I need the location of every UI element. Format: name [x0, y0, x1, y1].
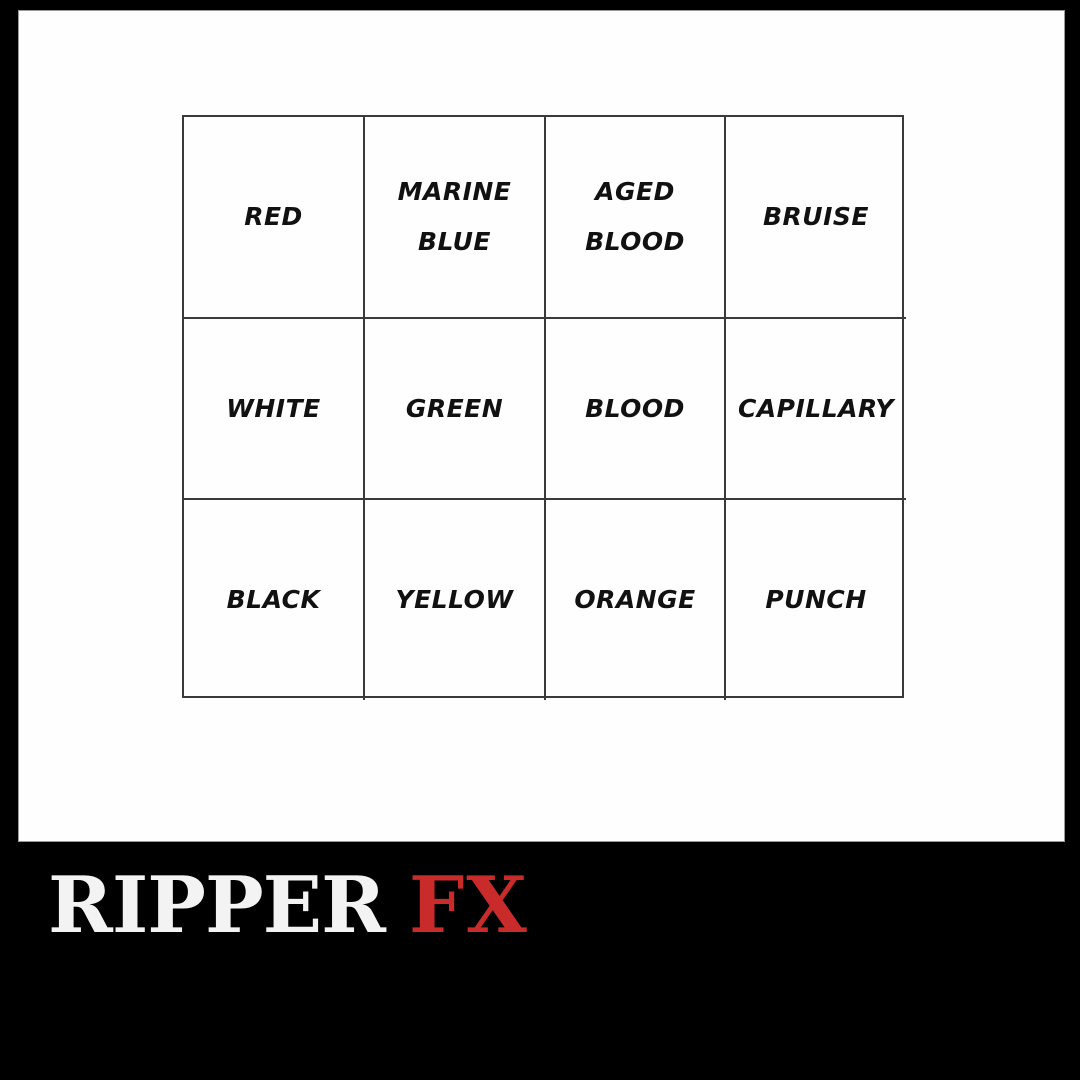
- cell-label: PUNCH: [765, 585, 867, 614]
- cell-label: BRUISE: [763, 202, 869, 231]
- cell-label: BLUE: [418, 227, 491, 256]
- grid-cell-aged-blood: AGED BLOOD: [546, 117, 726, 319]
- grid-cell-punch: PUNCH: [726, 500, 906, 700]
- grid-cell-green: GREEN: [365, 319, 546, 500]
- cell-label: BLOOD: [585, 393, 685, 423]
- grid-cell-capillary: CAPILLARY: [726, 319, 906, 500]
- cell-label: CAPILLARY: [737, 393, 895, 423]
- logo-word-ripper: RIPPER: [48, 860, 386, 951]
- grid-cell-white: WHITE: [184, 319, 365, 500]
- cell-label: BLOOD: [585, 227, 685, 256]
- cell-label: MARINE: [397, 177, 512, 206]
- cell-label: WHITE: [226, 393, 321, 423]
- cell-label: YELLOW: [395, 585, 514, 614]
- grid-cell-black: BLACK: [184, 500, 365, 700]
- cell-label: GREEN: [405, 393, 504, 423]
- grid-cell-bruise: BRUISE: [726, 117, 906, 319]
- color-grid: RED MARINE BLUE AGED BLOOD BRUISE WHITE GR…: [182, 115, 906, 700]
- logo-word-fx: FX: [408, 860, 529, 951]
- grid-cell-red: RED: [184, 117, 365, 319]
- grid-cell-marine-blue: MARINE BLUE: [365, 117, 546, 319]
- cell-label: BLACK: [226, 585, 321, 614]
- cell-label: AGED: [595, 177, 675, 206]
- cell-label: ORANGE: [574, 585, 696, 614]
- white-panel: [18, 10, 1065, 842]
- grid-cell-blood: BLOOD: [546, 319, 726, 500]
- grid-cell-yellow: YELLOW: [365, 500, 546, 700]
- cell-label: RED: [244, 202, 303, 231]
- grid-cell-orange: ORANGE: [546, 500, 726, 700]
- ripper-fx-logo: RIPPER FX: [48, 860, 529, 980]
